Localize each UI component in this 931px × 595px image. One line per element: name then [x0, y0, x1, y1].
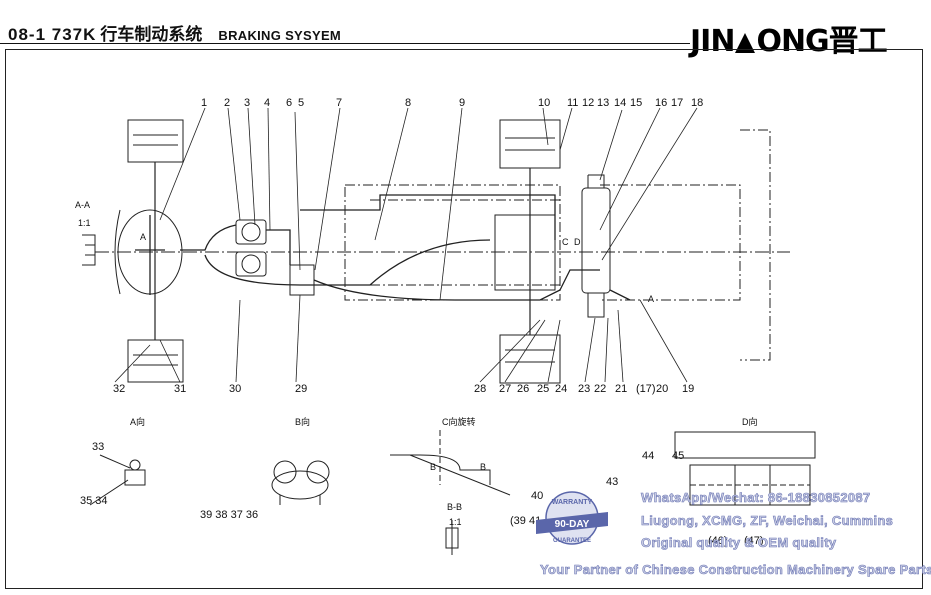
callout-6: 6	[286, 97, 292, 109]
callout-4: 4	[264, 97, 270, 109]
callout-15: 15	[630, 97, 642, 109]
drawing-title-cn: 行车制动系统	[100, 25, 203, 44]
drawing-code: 08-1 737K	[8, 25, 97, 44]
callout-39-38-37-36: 39 38 37 36	[200, 509, 258, 521]
stamp-mid-text: 90-DAY	[555, 519, 590, 530]
header-rule	[0, 43, 690, 44]
callout-29: 29	[295, 383, 307, 395]
view-b-detail	[271, 460, 330, 505]
section-bb-title: B-B	[447, 502, 462, 512]
watermark-brands: Liugong, XCMG, ZF, Weichai, Cummins	[641, 513, 894, 529]
drawing-frame	[5, 49, 923, 589]
top-callouts: 1 2 3 4 6 5 7 8 9 10 11 12 13 14 15 16 1…	[201, 97, 703, 109]
leader-lines	[114, 107, 698, 383]
section-aa-scale: 1:1	[78, 218, 91, 228]
callout-11: 11	[567, 97, 578, 109]
view-c-title: C向旋转	[442, 416, 476, 427]
callout-16: 16	[655, 97, 667, 109]
watermark-tagline: Your Partner of Chinese Construction Mac…	[540, 562, 931, 578]
accumulator	[581, 174, 611, 318]
section-bb	[445, 520, 459, 555]
callout-26: 26	[517, 383, 529, 395]
view-a-title: A向	[130, 416, 145, 427]
callout-40: 40	[531, 490, 543, 502]
mark-c: C	[562, 237, 569, 247]
callout-9: 9	[459, 97, 465, 109]
mark-a-rear: A	[140, 232, 146, 242]
callout-27: 27	[499, 383, 511, 395]
front-axle	[494, 119, 561, 384]
view-labels: A-A 1:1 A向 B向 C向旋转 D向 B-B 1:1 A C D A B …	[75, 200, 758, 527]
bottom-callouts: 32 31 30 29 28 27 26 25 24 23 22 21 (17)…	[113, 383, 694, 395]
machine-frame-outline	[344, 129, 771, 361]
callout-5: 5	[298, 97, 304, 109]
mark-d: D	[574, 237, 581, 247]
callout-44: 44	[642, 450, 654, 462]
mark-b-right: B	[480, 462, 486, 472]
callout-17-ref: (17)	[636, 383, 656, 395]
callout-31: 31	[174, 383, 186, 395]
view-b-title: B向	[295, 416, 310, 427]
view-d-detail	[674, 431, 816, 506]
callout-1: 1	[201, 97, 207, 109]
callout-10: 10	[538, 97, 550, 109]
callout-25: 25	[537, 383, 549, 395]
watermark-quality: Original quality & OEM quality	[641, 535, 837, 551]
callout-7: 7	[336, 97, 342, 109]
callout-35-34: 35 34	[80, 495, 108, 507]
watermark-contact: WhatsApp/Wechat: 86-18830852087	[641, 490, 871, 506]
callout-33: 33	[92, 441, 104, 453]
callout-12: 12	[582, 97, 594, 109]
callout-2: 2	[224, 97, 230, 109]
section-aa-title: A-A	[75, 200, 90, 210]
callout-3: 3	[244, 97, 250, 109]
section-aa	[82, 234, 96, 266]
callout-13: 13	[597, 97, 609, 109]
callout-45: 45	[672, 450, 684, 462]
callout-47: (47)	[744, 535, 764, 547]
callout-23: 23	[578, 383, 590, 395]
rear-axle	[114, 119, 184, 383]
stamp-bottom-text: GUARANTEE	[553, 538, 591, 544]
callout-46: (46)	[708, 535, 728, 547]
section-bb-scale: 1:1	[449, 517, 462, 527]
callout-22: 22	[594, 383, 606, 395]
callout-24: 24	[555, 383, 567, 395]
callout-32: 32	[113, 383, 125, 395]
view-c-detail	[390, 430, 511, 496]
callout-30: 30	[229, 383, 241, 395]
view-a-detail	[89, 454, 146, 506]
warranty-stamp: WARRANTY 90-DAY GUARANTEE	[536, 491, 608, 545]
drawing-title-en: BRAKING SYSYEM	[218, 28, 342, 43]
callout-20: 20	[656, 383, 668, 395]
brake-lines	[135, 194, 631, 301]
callout-14: 14	[614, 97, 626, 109]
callout-43: 43	[606, 476, 618, 488]
callout-21: 21	[615, 383, 627, 395]
mark-a-front: A	[648, 294, 654, 304]
callout-8: 8	[405, 97, 411, 109]
callout-18: 18	[691, 97, 703, 109]
view-d-title: D向	[742, 416, 758, 427]
stamp-top-text: WARRANTY	[552, 499, 593, 506]
callout-28: 28	[474, 383, 486, 395]
callout-17: 17	[671, 97, 683, 109]
mark-b-left: B	[430, 462, 436, 472]
callout-19: 19	[682, 383, 694, 395]
